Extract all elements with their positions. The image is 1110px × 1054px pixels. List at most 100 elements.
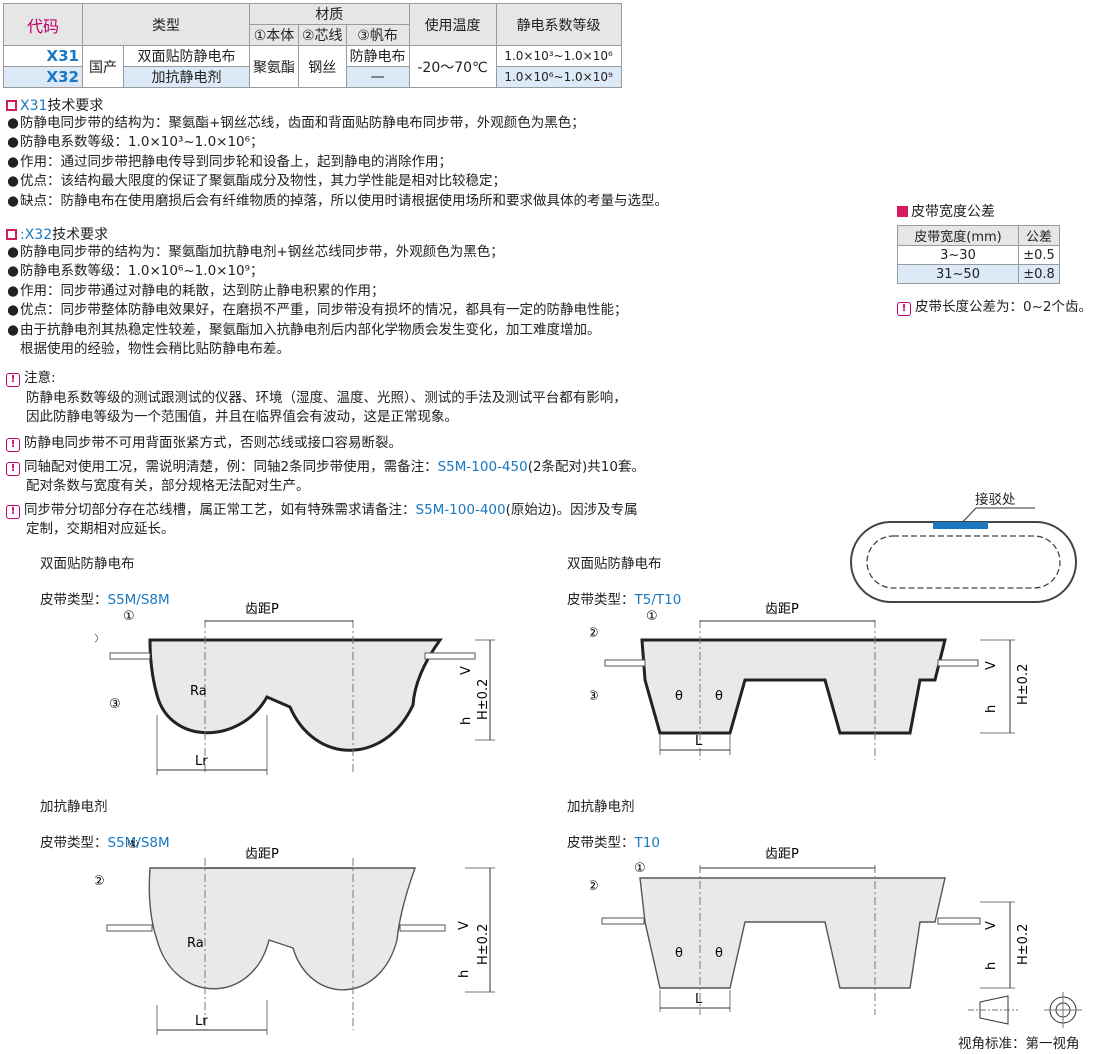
belt-type-label: 皮带类型：S5M/S8M: [40, 835, 170, 851]
square-marker-icon: [6, 229, 17, 240]
callout-2: ②: [590, 626, 599, 641]
table-row: X31 国产 双面贴防静电布 聚氨酯 钢丝 防静电布 -20～70℃ 1.0×1…: [3, 45, 622, 88]
header-body: ①本体: [249, 24, 299, 46]
diagram-title: 双面贴防静电布: [40, 556, 135, 572]
x31-heading: X31技术要求: [6, 95, 103, 115]
length-tolerance-note: !皮带长度公差为：0~2个齿。: [897, 298, 1092, 317]
header-esd: 静电系数等级: [495, 3, 622, 46]
x32-list: ●防静电同步带的结构为：聚氨酯加抗静电剂+钢丝芯线同步带，外观颜色为黑色； ●防…: [6, 243, 628, 359]
h-label: h: [457, 970, 472, 978]
list-item: ●由于抗静电剂其热稳定性较差，聚氨酯加入抗静电剂后内部化学物质会发生变化，加工难…: [7, 321, 601, 338]
pitch-label: 齿距P: [765, 602, 799, 617]
belt-profile-diagram-t5-canvas: 齿距P ① ② ③ θ θ L V h H±0.2: [590, 602, 1031, 760]
h-label: h: [984, 962, 999, 970]
pairing-note: !同轴配对使用工况，需说明清楚，例：同轴2条同步带使用，需备注：S5M-100-…: [6, 458, 645, 477]
list-item: ●优点：该结构最大限度的保证了聚氨酯成分及物性，其力学性能是相对比较稳定；: [7, 173, 506, 190]
pitch-label: 齿距P: [765, 847, 799, 862]
core-material: 钢丝: [298, 45, 347, 88]
pitch-label: 齿距P: [245, 602, 279, 617]
warning-icon: !: [6, 438, 20, 452]
callout-1: ①: [123, 609, 135, 624]
ra-label: Ra: [187, 936, 204, 951]
h-total-label: H±0.2: [1016, 664, 1031, 705]
table-row: 3~30 ±0.5: [897, 245, 1060, 265]
x32-heading: :X32技术要求: [6, 224, 108, 244]
list-item: ●防静电系数等级：1.0×10⁶~1.0×10⁹；: [7, 263, 264, 280]
belt-profile-diagram-s5m-canvas: 齿距P ① ② ③ Ra Lr V h H±0.2: [95, 602, 495, 775]
square-marker-icon: [897, 206, 908, 217]
header-core: ②芯线: [298, 24, 347, 46]
list-item: ●作用：同步带通过对静电的耗散，达到防止静电积累的作用；: [7, 282, 385, 299]
list-item: ●缺点：防静电布在使用磨损后会有纤维物质的掉落，所以使用时请根据使用场所和要求做…: [7, 192, 668, 209]
list-item: ●防静电同步带的结构为：聚氨酯+钢丝芯线，齿面和背面贴防静电布同步带，外观颜色为…: [7, 115, 585, 131]
callout-3: ③: [590, 689, 599, 704]
pairing-note-line2: 配对条数与宽度有关，部分规格无法配对生产。: [26, 478, 310, 494]
width-tolerance-table: 皮带宽度(mm) 公差 3~30 ±0.5 31~50 ±0.8: [897, 225, 1060, 284]
l-label: L: [695, 734, 703, 749]
cut-note-line2: 定制，交期相对应延长。: [26, 521, 175, 537]
belt-profile-diagram-s5m-agent: 齿距P ① ② Ra Lr V h H±0.2: [95, 840, 495, 1035]
attention-line: 因此防静电等级为一个范围值，并且在临界值会有波动，这是正常现象。: [26, 409, 458, 425]
list-item: 根据使用的经验，物性会稍比贴防静电布差。: [20, 341, 290, 358]
first-angle-projection-icon: [968, 992, 1082, 1028]
callout-3: ③: [109, 697, 121, 712]
cut-note: !同步带分切部分存在芯线槽，属正常工艺，如有特殊需求请备注：S5M-100-40…: [6, 501, 638, 520]
list-item: ●防静电同步带的结构为：聚氨酯加抗静电剂+钢丝芯线同步带，外观颜色为黑色；: [7, 244, 504, 260]
x31-list: ●防静电同步带的结构为：聚氨酯+钢丝芯线，齿面和背面贴防静电布同步带，外观颜色为…: [6, 114, 668, 211]
attention-line: 防静电系数等级的测试跟测试的仪器、环境（湿度、温度、光照）、测试的手法及测试平台…: [26, 390, 627, 406]
header-material: 材质: [249, 3, 410, 25]
temp-range: -20～70℃: [408, 45, 497, 88]
no-back-tension-note: !防静电同步带不可用背面张紧方式，否则芯线或接口容易断裂。: [6, 434, 402, 453]
h-total-label: H±0.2: [1016, 924, 1031, 965]
callout-2: ②: [95, 874, 105, 889]
l-label: L: [695, 992, 703, 1007]
theta-label: θ: [715, 689, 723, 704]
warning-icon: !: [6, 505, 20, 519]
theta-label: θ: [715, 946, 723, 961]
list-item: ●作用：通过同步带把静电传导到同步轮和设备上，起到静电的消除作用；: [7, 153, 452, 170]
callout-2: ②: [590, 879, 599, 894]
callout-2: ②: [95, 632, 99, 647]
h-total-label: H±0.2: [476, 679, 491, 720]
warning-icon: !: [897, 302, 911, 316]
joint-label: 接驳处: [975, 492, 1016, 508]
theta-label: θ: [675, 689, 683, 704]
belt-type-label: 皮带类型：S5M/S8M: [40, 592, 170, 608]
origin-cell: 国产: [82, 45, 124, 88]
square-marker-icon: [6, 100, 17, 111]
header-type: 类型: [82, 3, 250, 46]
ra-label: Ra: [190, 684, 207, 699]
header-temp: 使用温度: [408, 3, 497, 46]
header-tolerance: 公差: [1018, 225, 1060, 246]
width-tolerance-heading: 皮带宽度公差: [897, 201, 995, 221]
belt-type-label: 皮带类型：T10: [567, 835, 660, 851]
callout-1: ①: [127, 840, 139, 852]
diagram-title: 加抗静电剂: [567, 799, 635, 815]
spec-table: 代码 类型 材质 使用温度 静电系数等级 ①本体 ②芯线 ③帆布 X31 国产 …: [3, 3, 622, 88]
list-item: ●防静电系数等级：1.0×10³~1.0×10⁶；: [7, 134, 264, 151]
belt-type-label: 皮带类型：T5/T10: [567, 592, 682, 608]
v-label: V: [984, 661, 999, 670]
h-total-label: H±0.2: [476, 924, 491, 965]
warning-icon: !: [6, 462, 20, 476]
v-label: V: [459, 666, 474, 675]
header-canvas: ③帆布: [345, 24, 410, 46]
v-label: V: [457, 921, 472, 930]
h-label: h: [984, 705, 999, 713]
table-row: 31~50 ±0.8: [897, 264, 1060, 284]
view-standard-label: 视角标准：第一视角: [958, 1036, 1080, 1052]
theta-label: θ: [675, 946, 683, 961]
callout-1: ①: [646, 609, 658, 624]
header-width: 皮带宽度(mm): [897, 225, 1019, 246]
lr-label: Lr: [195, 754, 208, 769]
belt-loop-diagram: [850, 507, 1077, 603]
v-label: V: [984, 921, 999, 930]
header-code: 代码: [3, 3, 83, 46]
attention-title: !注意:: [6, 369, 56, 388]
h-label: h: [459, 717, 474, 725]
diagram-title: 双面贴防静电布: [567, 556, 662, 572]
lr-label: Lr: [195, 1014, 208, 1029]
callout-1: ①: [634, 861, 646, 876]
list-item: ●优点：同步带整体防静电效果好，在磨损不严重，同步带没有损坏的情况，都具有一定的…: [7, 302, 628, 319]
warning-icon: !: [6, 373, 20, 387]
